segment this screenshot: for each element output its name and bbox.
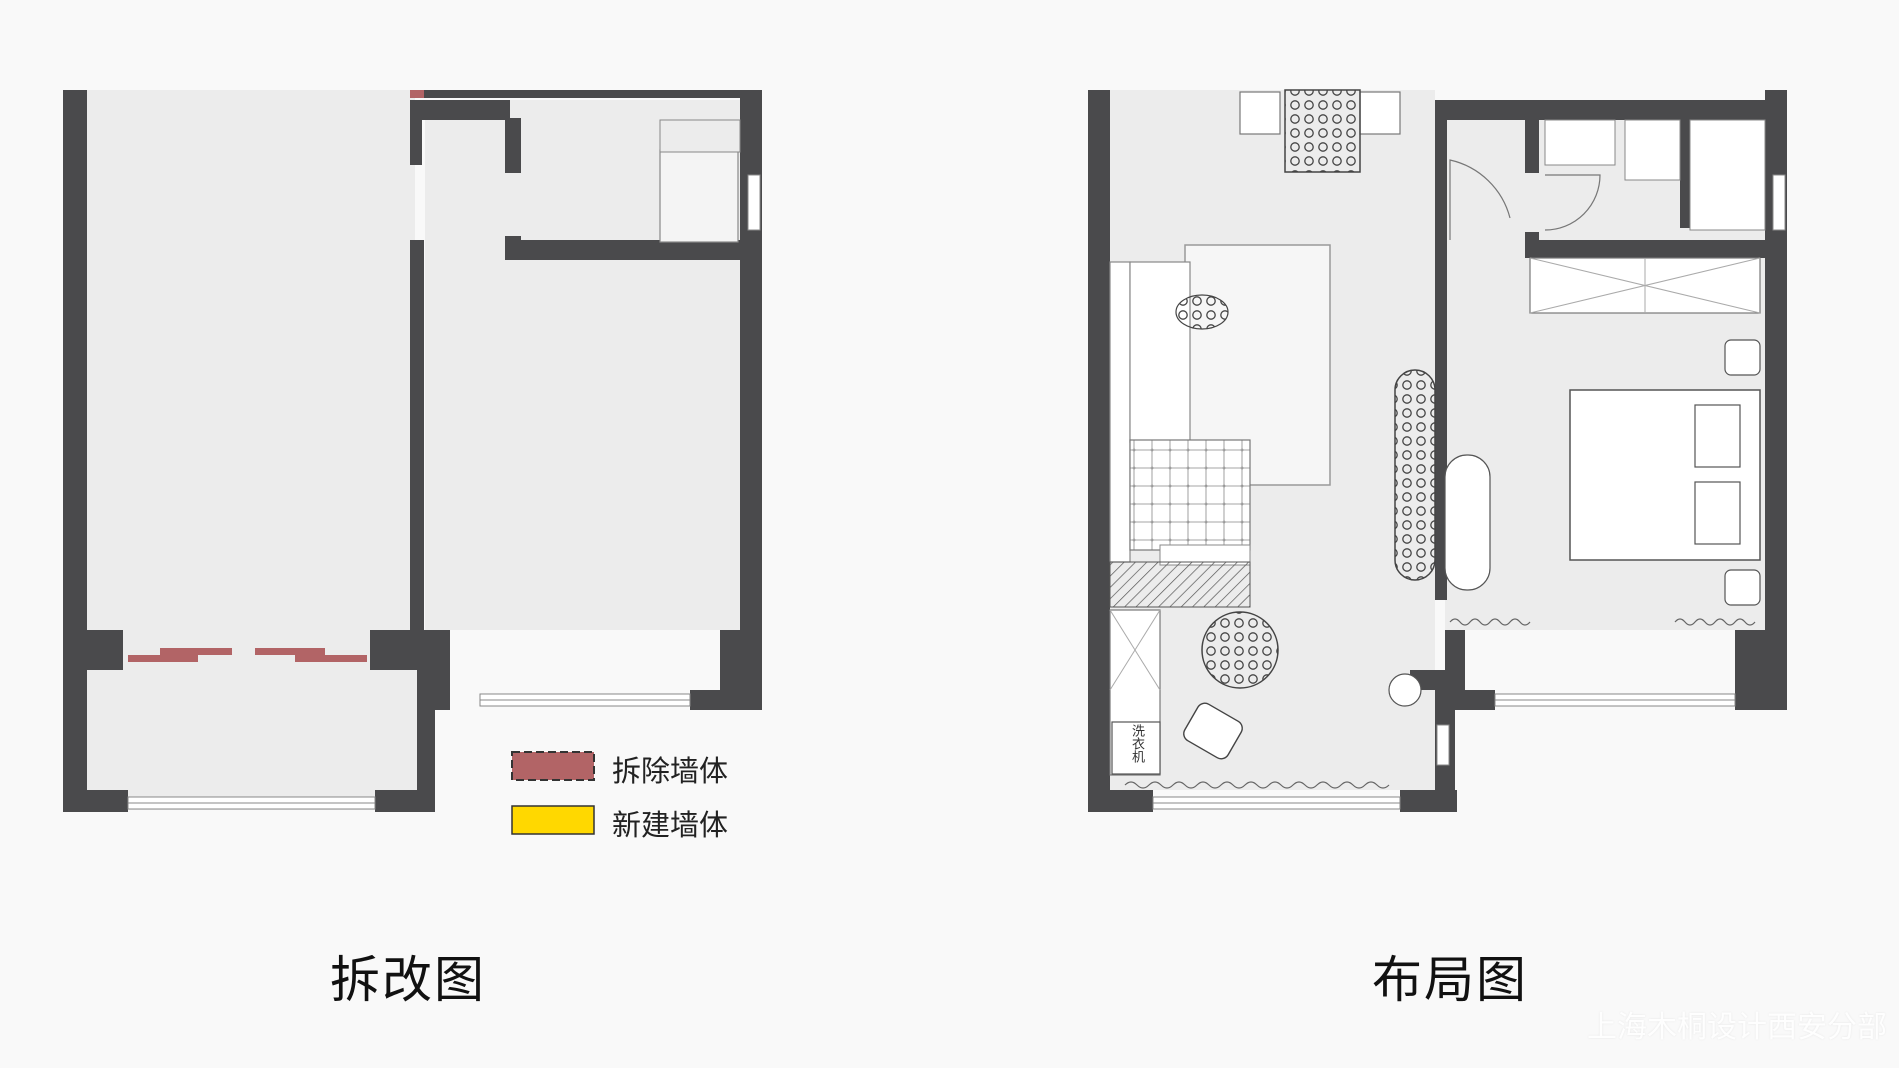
- right-wall-top-bed: [1435, 100, 1785, 120]
- washing-machine-label: 洗衣机: [1129, 724, 1144, 763]
- washing-machine: [1111, 721, 1161, 775]
- bath-door-swing: [1544, 174, 1601, 231]
- left-balcony-interior: [87, 670, 417, 790]
- watermark: 上海木桐设计西安分部: [1587, 1010, 1887, 1045]
- bath-sink-area: [1544, 119, 1616, 166]
- left-wall-south-west: [63, 630, 123, 670]
- round-stool: [1388, 673, 1422, 707]
- left-kitchen-top: [659, 119, 741, 153]
- right-wall-bed-top: [1525, 240, 1775, 258]
- right-wall-bath-left: [1525, 118, 1539, 173]
- left-floor-bedroom: [425, 250, 740, 630]
- left-wall-inner-v2: [505, 236, 521, 260]
- left-wall-west: [63, 90, 87, 812]
- demolish-wall-1: [128, 655, 198, 662]
- left-wall-balcony-side: [415, 690, 435, 812]
- bed-bench: [1444, 454, 1491, 591]
- curtain-bed-right: [1674, 618, 1756, 626]
- entry-door-swing: [1449, 159, 1511, 240]
- left-wall-balcony-b1: [63, 790, 128, 812]
- right-wall-bath-mid: [1680, 118, 1690, 228]
- bed-pillow-2: [1694, 481, 1741, 545]
- nightstand-2: [1724, 569, 1761, 606]
- sofa-back: [1109, 261, 1131, 563]
- layout-plan: [1088, 89, 1787, 812]
- right-wall-south-mid2: [1410, 670, 1455, 690]
- dining-chair-1: [1239, 91, 1281, 135]
- left-kitchen-box: [659, 149, 739, 243]
- left-window-east: [747, 174, 761, 231]
- right-wall-south-left: [1088, 790, 1153, 812]
- left-wall-top: [415, 90, 760, 98]
- left-wall-partition: [410, 240, 424, 630]
- sofa-chaise: [1129, 439, 1251, 551]
- curtain-bed-left: [1449, 618, 1531, 626]
- legend-demolish-swatch: [511, 751, 595, 781]
- demolish-wall-2: [160, 648, 232, 655]
- left-wall-inner-v: [505, 118, 521, 173]
- right-wall-west: [1088, 90, 1110, 810]
- long-bench: [1394, 369, 1436, 581]
- dining-table: [1284, 89, 1361, 173]
- left-wall-east: [740, 90, 762, 710]
- right-wall-bed-top-left: [1525, 232, 1539, 258]
- left-wall-inner-h2: [505, 240, 740, 260]
- nightstand-1: [1724, 339, 1761, 376]
- legend-new-label: 新建墙体: [612, 808, 729, 842]
- right-window-side: [1436, 724, 1450, 766]
- side-table: [1175, 294, 1229, 330]
- bath-shower-area: [1689, 119, 1766, 231]
- hatched-cabinet: [1109, 561, 1251, 608]
- demolish-wall-5: [410, 90, 424, 98]
- demolition-plan: [63, 90, 762, 835]
- coffee-table: [1201, 611, 1279, 689]
- sofa-seat: [1129, 261, 1191, 443]
- bath-toilet-area: [1624, 119, 1681, 181]
- legend-new-swatch: [511, 805, 595, 835]
- dining-chair-2: [1359, 91, 1401, 135]
- right-plan-title: 布局图: [1372, 951, 1528, 1009]
- left-wall-inner-h: [410, 100, 510, 120]
- bed-pillow-1: [1694, 404, 1741, 468]
- demolish-wall-4: [295, 655, 367, 662]
- right-wall-south-bed-e: [1735, 630, 1785, 710]
- demolish-wall-3: [255, 648, 325, 655]
- right-window-east: [1772, 174, 1786, 231]
- left-plan-title: 拆改图: [330, 951, 486, 1009]
- right-wall-partition: [1435, 100, 1447, 600]
- curtain-living: [1124, 781, 1390, 789]
- lounge-chair: [1183, 702, 1243, 760]
- legend-demolish-label: 拆除墙体: [612, 754, 729, 788]
- left-wall-balcony-e: [690, 690, 750, 710]
